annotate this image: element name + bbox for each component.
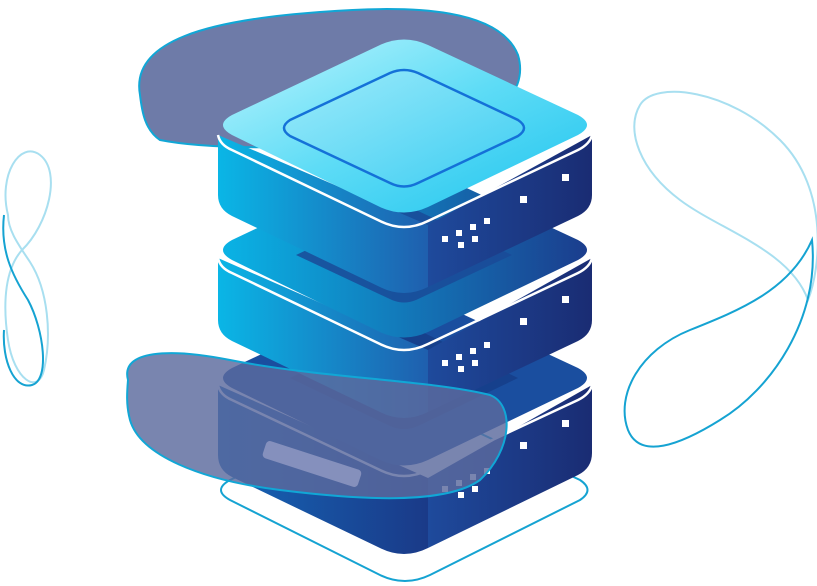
port-led (456, 354, 462, 360)
drive-bay-slot (262, 441, 362, 487)
port-led (472, 360, 478, 366)
port-led (470, 348, 476, 354)
port-led (484, 218, 490, 224)
port-led (472, 236, 478, 242)
left-outline-accent (2, 214, 44, 387)
port-led (456, 230, 462, 236)
port-led (442, 360, 448, 366)
port-led (484, 342, 490, 348)
right-outline-loop-light (633, 90, 817, 303)
port-led (458, 242, 464, 248)
port-led (458, 492, 464, 498)
port-led (458, 366, 464, 372)
port-led (442, 236, 448, 242)
top-panel-inset (282, 68, 526, 188)
status-light (520, 196, 527, 203)
server-unit-top (216, 39, 594, 293)
status-light (520, 442, 527, 449)
status-light (562, 174, 569, 181)
left-outline-loop (4, 150, 52, 384)
status-light (562, 420, 569, 427)
port-led (470, 224, 476, 230)
right-outline-loop-dark (623, 236, 814, 448)
port-led (472, 486, 478, 492)
foreground-blob (126, 352, 508, 500)
status-light (562, 296, 569, 303)
status-light (520, 318, 527, 325)
